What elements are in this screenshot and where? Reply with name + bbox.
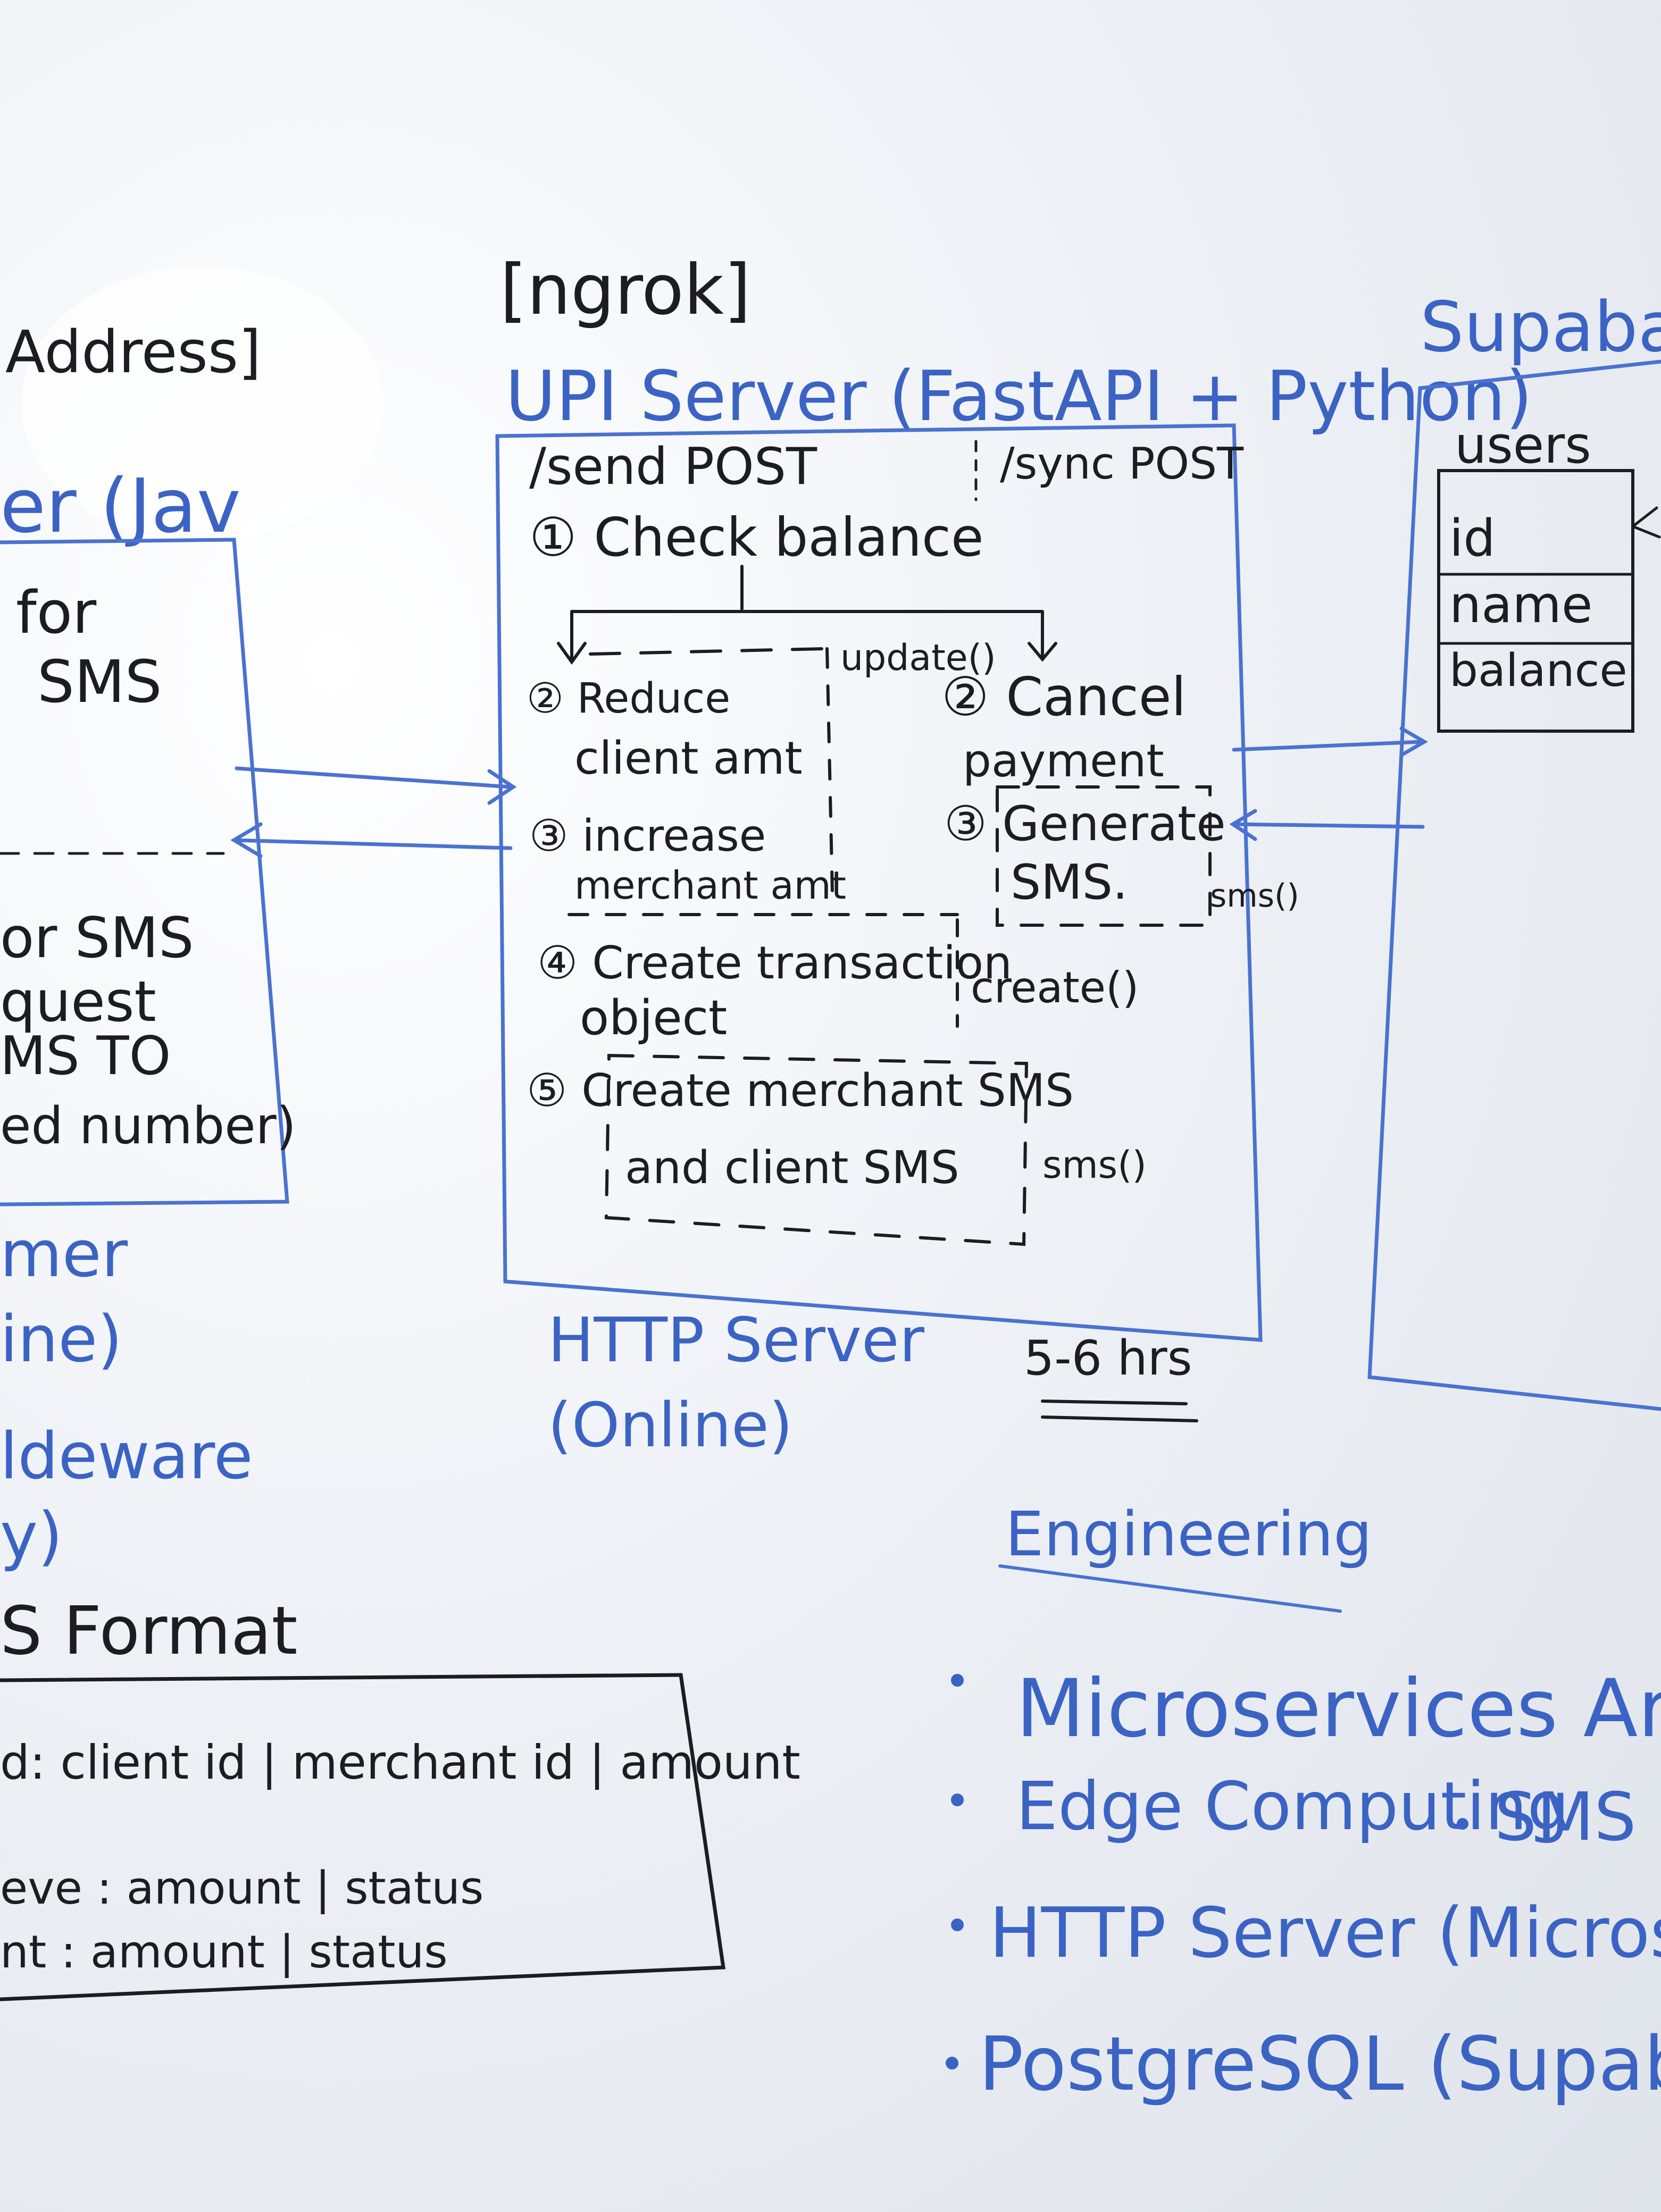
engineering-underline [998, 1564, 1342, 1613]
left-panel-line: MS TO [0, 1025, 171, 1087]
users-field-id: id [1449, 509, 1496, 568]
generate-sms-step: ③ Generate [944, 796, 1226, 852]
users-field-name: name [1449, 576, 1592, 634]
sms-fn-right-label: sms() [1210, 877, 1299, 915]
bullet-dot [1457, 1818, 1468, 1830]
create-sms-detail: and client SMS [625, 1142, 959, 1194]
generate-sms-group [996, 785, 1212, 927]
branch-arrows [557, 565, 1057, 665]
left-panel-line: or SMS [0, 906, 194, 970]
ngrok-label: [ngrok] [500, 249, 751, 330]
generate-sms-detail: SMS. [1011, 854, 1128, 910]
left-panel-line: ed number) [0, 1097, 296, 1155]
left-server-title: er (Jav [0, 463, 241, 550]
left-panel-line: quest [0, 969, 156, 1034]
sync-post-label: /sync POST [1000, 439, 1244, 489]
send-post-label: /send POST [529, 438, 817, 496]
create-transaction-step: ④ Create transaction [537, 937, 1012, 990]
engineering-title: Engineering [1005, 1499, 1372, 1570]
left-blue-text: y) [0, 1499, 63, 1573]
arrow-to-supabase [1232, 726, 1428, 757]
time-estimate: 5-6 hrs [1024, 1330, 1192, 1386]
bullet-dot [951, 1674, 964, 1687]
left-server-box [0, 538, 289, 1206]
arrow-from-supabase [1229, 809, 1425, 841]
bullet-dot [951, 1794, 964, 1806]
reduce-step: ② Reduce [527, 675, 730, 723]
users-table [1437, 469, 1634, 733]
bullet-dot [951, 1918, 964, 1931]
users-table-title: users [1455, 416, 1591, 475]
left-blue-text: mer [0, 1218, 128, 1292]
update-fn-label: update() [840, 637, 996, 679]
left-panel-line: SMS [37, 648, 162, 716]
foreign-key-marker [1631, 506, 1661, 539]
sms-fn-label: sms() [1042, 1143, 1147, 1187]
create-fn-label: create() [971, 963, 1139, 1012]
sms-format-row: d: client id | merchant id | amount [0, 1735, 800, 1790]
create-transaction-detail: object [580, 990, 727, 1046]
sms-format-title: S Format [0, 1593, 298, 1670]
sms-format-row: nt : amount | status [0, 1926, 448, 1979]
arrow-to-upi [235, 766, 517, 805]
upi-server-title: UPI Server (FastAPI + Python) [505, 356, 1532, 437]
cancel-step-detail: payment [963, 735, 1164, 787]
check-balance-step: ① Check balance [529, 506, 984, 568]
cancel-step: ② Cancel [941, 666, 1186, 728]
increase-step: ③ increase [529, 811, 766, 861]
sms-format-box [0, 1673, 726, 2001]
upi-server-box [495, 423, 1263, 1342]
light-glare [21, 266, 383, 542]
estimate-underline [1041, 1400, 1188, 1405]
engineering-bullet: PostgreSQL (Supabase [979, 2021, 1661, 2108]
sms-format-row: eve : amount | status [0, 1862, 483, 1915]
users-field-balance: balance [1449, 644, 1627, 697]
estimate-underline [1041, 1415, 1198, 1422]
dashed-group-top [589, 647, 826, 656]
reduce-step-detail: client amt [574, 732, 803, 785]
engineering-bullet: Microservices Archite [1016, 1663, 1661, 1755]
engineering-bullet: Edge Computing [1016, 1768, 1570, 1845]
left-blue-text: ine) [0, 1303, 122, 1377]
create-sms-step: ⑤ Create merchant SMS [527, 1065, 1074, 1117]
left-blue-text: ldeware [0, 1420, 253, 1494]
increase-step-detail: merchant amt [574, 863, 846, 908]
arrow-from-upi [230, 822, 513, 858]
dashed-group-right [825, 647, 834, 895]
address-label: Address] [5, 318, 261, 386]
engineering-bullet: SMS [1495, 1779, 1637, 1856]
left-panel-line: for [16, 579, 97, 647]
engineering-bullet: HTTP Server (Microservic [989, 1892, 1661, 1973]
create-sms-group [604, 1053, 1029, 1246]
supabase-box [1367, 359, 1661, 1411]
http-server-label: HTTP Server [548, 1305, 925, 1376]
supabase-title: Supabas [1420, 287, 1661, 367]
bullet-dot [946, 2057, 958, 2069]
http-server-online-label: (Online) [548, 1390, 793, 1461]
